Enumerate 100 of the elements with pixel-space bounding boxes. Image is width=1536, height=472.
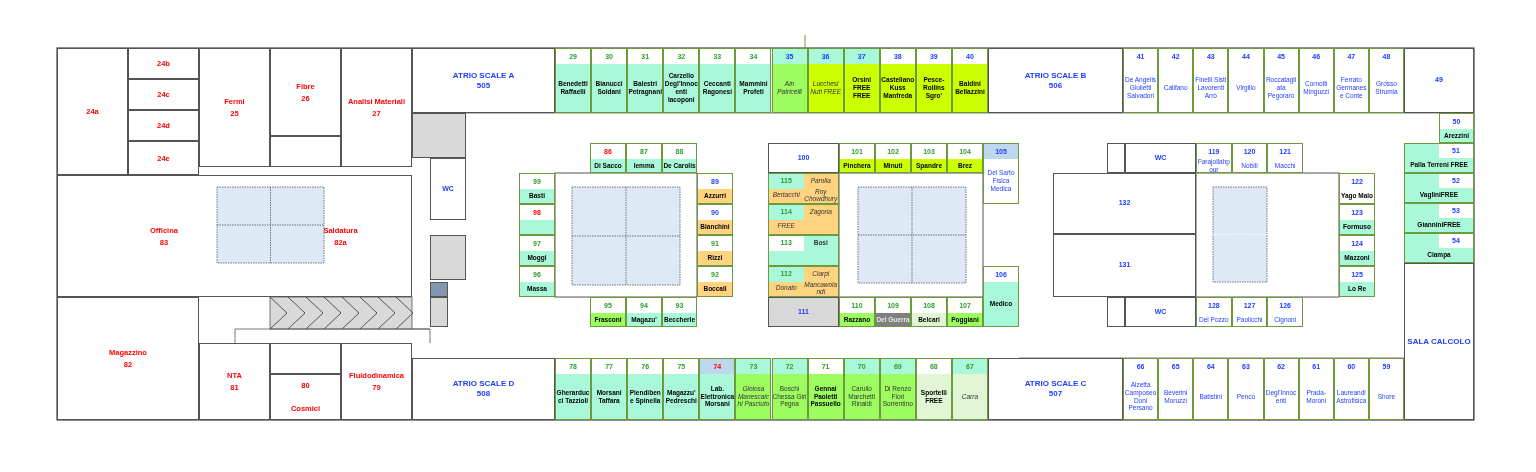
room	[875, 297, 911, 327]
room	[839, 143, 875, 173]
room	[1298, 48, 1334, 113]
room	[915, 358, 952, 420]
room	[199, 343, 270, 420]
room	[663, 48, 700, 113]
room	[1107, 143, 1125, 173]
service-block	[430, 297, 448, 327]
room	[1228, 358, 1264, 420]
room	[1196, 297, 1232, 327]
room	[768, 173, 839, 204]
room	[1267, 143, 1303, 173]
room	[768, 235, 839, 266]
room	[1263, 48, 1299, 113]
service-block	[430, 282, 448, 297]
room	[1439, 113, 1474, 143]
room	[947, 297, 983, 327]
room	[807, 358, 844, 420]
room	[627, 48, 664, 113]
room	[128, 141, 199, 175]
room	[697, 204, 733, 235]
room	[199, 48, 270, 167]
service-block	[430, 235, 466, 280]
room	[591, 48, 628, 113]
room	[1231, 143, 1268, 173]
room	[1368, 48, 1404, 113]
room	[1158, 48, 1194, 113]
room	[270, 136, 341, 167]
room	[555, 358, 592, 420]
room	[1228, 48, 1264, 113]
service-block	[412, 113, 466, 158]
room	[626, 297, 662, 327]
room	[1125, 297, 1196, 327]
room-label: 505	[476, 80, 491, 91]
room	[1404, 173, 1474, 203]
room	[1339, 266, 1375, 297]
room	[270, 48, 341, 136]
room	[1339, 173, 1375, 204]
room	[627, 358, 664, 420]
room	[270, 374, 341, 420]
room	[555, 48, 592, 113]
room	[519, 204, 555, 235]
room	[843, 48, 880, 113]
room	[1333, 48, 1369, 113]
room-label: 506	[1048, 80, 1063, 91]
room	[1339, 204, 1375, 235]
room	[519, 266, 555, 297]
room	[768, 297, 839, 327]
room	[1053, 234, 1196, 297]
room	[1333, 358, 1369, 420]
room	[270, 175, 412, 297]
room	[57, 297, 199, 420]
room	[951, 48, 988, 113]
room	[839, 297, 875, 327]
room	[768, 143, 839, 173]
room	[1404, 48, 1474, 113]
room	[1158, 358, 1194, 420]
room	[951, 358, 988, 420]
room	[771, 48, 808, 113]
room	[1123, 358, 1159, 420]
room	[1298, 358, 1334, 420]
room	[519, 235, 555, 266]
room	[590, 143, 626, 173]
room	[1267, 297, 1303, 327]
room	[1404, 263, 1474, 420]
room	[988, 48, 1123, 113]
room-label: 508	[476, 389, 491, 399]
room	[1231, 297, 1268, 327]
room	[519, 173, 555, 204]
room	[879, 358, 916, 420]
room-label: ATRIO SCALE C	[1024, 379, 1087, 389]
room	[1053, 173, 1196, 234]
room	[341, 343, 412, 420]
room-label: SALA CALCOLO	[1407, 336, 1471, 347]
room	[983, 143, 1019, 204]
room	[591, 358, 628, 420]
room	[1339, 235, 1375, 266]
room	[57, 175, 270, 297]
room	[911, 297, 947, 327]
room	[128, 110, 199, 141]
room	[128, 79, 199, 110]
room	[699, 358, 736, 420]
room	[430, 158, 466, 220]
room	[1196, 143, 1232, 173]
room	[947, 143, 983, 173]
room	[771, 358, 808, 420]
room	[1404, 203, 1474, 233]
room	[879, 48, 916, 113]
room	[911, 143, 947, 173]
room	[915, 48, 952, 113]
room	[1263, 358, 1299, 420]
room	[768, 266, 839, 297]
room	[662, 143, 697, 173]
room	[1193, 48, 1229, 113]
room	[341, 48, 412, 167]
room	[735, 358, 772, 420]
room	[590, 297, 626, 327]
room	[1123, 48, 1159, 113]
room	[697, 235, 733, 266]
room-label: 507	[1048, 389, 1063, 399]
